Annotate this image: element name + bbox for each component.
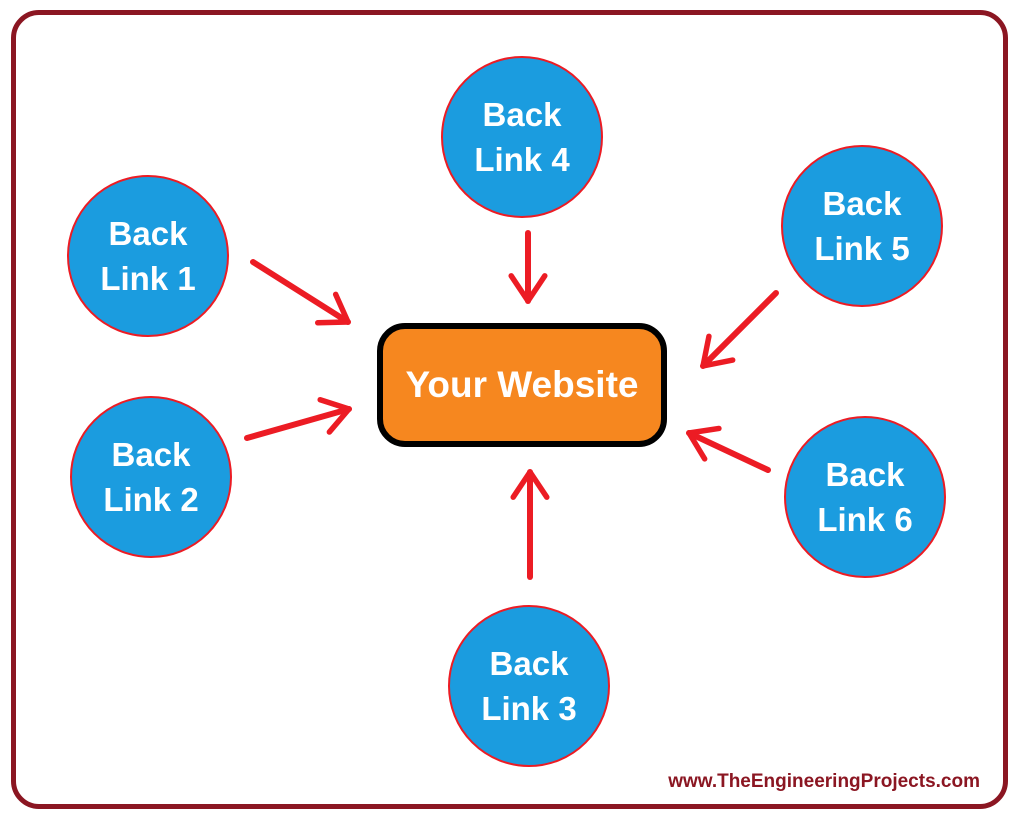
node-label-line: Link 1 xyxy=(100,260,196,297)
watermark-text: www.TheEngineeringProjects.com xyxy=(668,771,980,792)
node-label-line: Back xyxy=(482,96,562,133)
node-back-link-5: Back Link 5 xyxy=(781,145,943,307)
node-label-line: Link 6 xyxy=(817,501,913,538)
node-back-link-4: Back Link 4 xyxy=(441,56,603,218)
center-node-your-website: Your Website xyxy=(377,323,667,447)
node-label-line: Link 3 xyxy=(481,690,577,727)
node-label-line: Link 4 xyxy=(474,141,570,178)
node-label-line: Link 2 xyxy=(103,481,199,518)
diagram-border-frame xyxy=(11,10,1008,809)
node-back-link-1: Back Link 1 xyxy=(67,175,229,337)
node-label-line: Back xyxy=(825,456,905,493)
node-label-line: Back xyxy=(489,645,569,682)
node-back-link-2: Back Link 2 xyxy=(70,396,232,558)
node-back-link-6: Back Link 6 xyxy=(784,416,946,578)
node-label-line: Back xyxy=(108,215,188,252)
node-label-line: Back xyxy=(822,185,902,222)
node-label-line: Link 5 xyxy=(814,230,910,267)
node-back-link-3: Back Link 3 xyxy=(448,605,610,767)
node-label-line: Back xyxy=(111,436,191,473)
center-node-label: Your Website xyxy=(405,364,639,405)
